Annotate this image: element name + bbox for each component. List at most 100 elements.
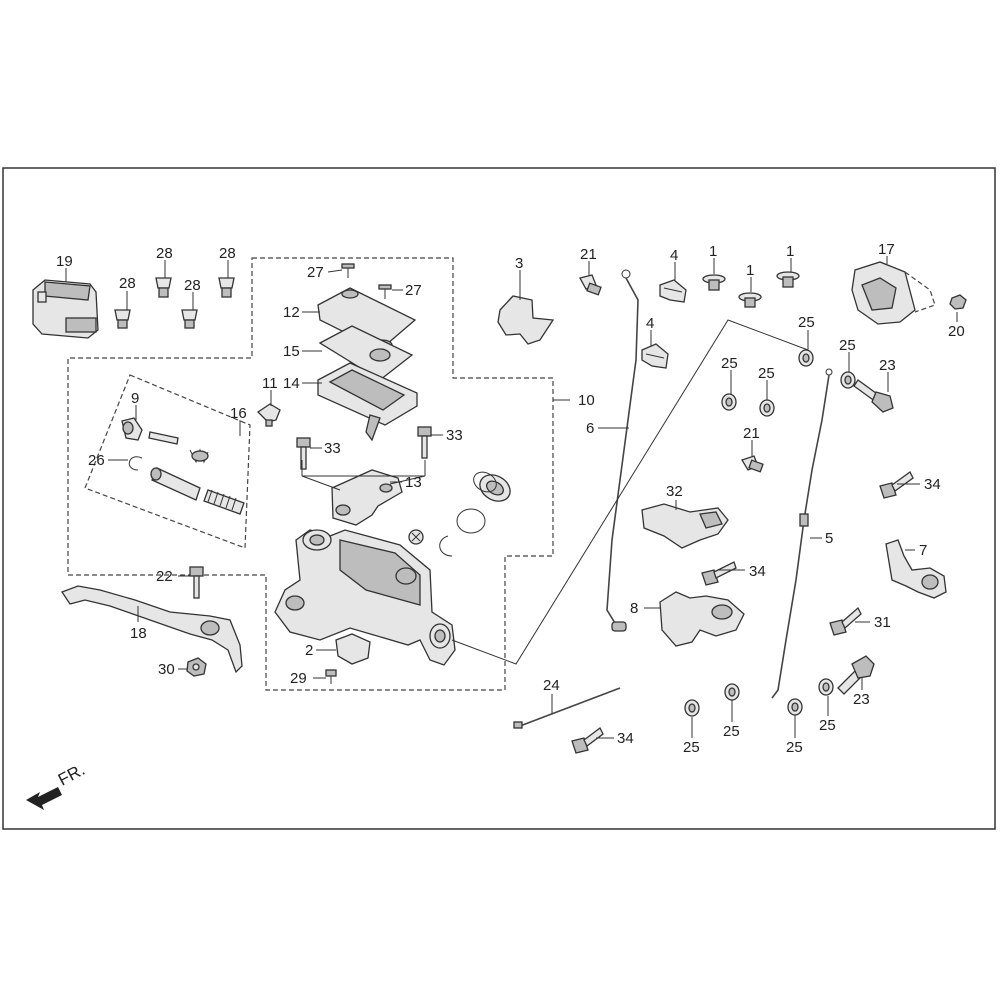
label-25e: 25 — [683, 739, 700, 756]
label-3: 3 — [515, 255, 523, 272]
bracket-3-part — [497, 295, 555, 345]
label-33a: 33 — [324, 440, 341, 457]
washer-25-g — [787, 698, 803, 716]
label-13: 13 — [405, 474, 422, 491]
washer-25-b — [721, 393, 737, 411]
screw-28-d — [218, 277, 235, 298]
label-12: 12 — [283, 304, 300, 321]
diagram-frame — [2, 167, 996, 830]
label-31: 31 — [874, 614, 891, 631]
clamp-13-part — [331, 469, 403, 526]
label-25c: 25 — [758, 365, 775, 382]
label-16: 16 — [230, 405, 247, 422]
label-34b: 34 — [749, 563, 766, 580]
circlip-part — [439, 535, 453, 557]
screw-28-c — [181, 309, 198, 329]
bleed-cap-11-part — [256, 403, 281, 427]
grommet-1-b — [738, 292, 762, 308]
cable-5-part — [771, 368, 833, 699]
label-9: 9 — [131, 390, 139, 407]
cup-9-part — [121, 417, 143, 441]
label-27b: 27 — [405, 282, 422, 299]
washer-25-c — [759, 399, 775, 417]
screw-28-b — [155, 277, 172, 298]
label-10: 10 — [578, 392, 595, 409]
washer-25-e — [684, 699, 700, 717]
label-23a: 23 — [879, 357, 896, 374]
bleeder-valve-part — [408, 529, 424, 545]
label-15: 15 — [283, 343, 300, 360]
bracket-8-part — [659, 591, 745, 647]
label-26: 26 — [88, 452, 105, 469]
label-24: 24 — [543, 677, 560, 694]
bolt-33-b — [417, 426, 432, 459]
bracket-32-part — [641, 503, 729, 549]
switch-housing-part — [32, 279, 99, 339]
label-1c: 1 — [786, 243, 794, 260]
bolt-33-a — [296, 437, 311, 470]
piston-rod-part — [148, 431, 179, 445]
label-11: 11 — [262, 375, 278, 392]
label-1a: 1 — [709, 243, 717, 260]
label-25d: 25 — [839, 337, 856, 354]
label-18: 18 — [130, 625, 147, 642]
pivot-bolt-22-part — [189, 566, 204, 599]
label-25b: 25 — [721, 355, 738, 372]
label-21a: 21 — [580, 246, 597, 263]
group-boundary-piston-kit — [84, 374, 251, 549]
label-29: 29 — [290, 670, 307, 687]
clip-4-a — [659, 279, 687, 303]
circlip-26-part — [128, 456, 143, 471]
label-32: 32 — [666, 483, 683, 500]
label-27a: 27 — [307, 264, 324, 281]
label-34c: 34 — [617, 730, 634, 747]
grommet-1-a — [702, 274, 726, 291]
small-spring-part — [189, 448, 209, 464]
cable-guide-bracket-part — [851, 261, 936, 325]
label-25g: 25 — [786, 739, 803, 756]
bolt-21-a — [579, 274, 602, 296]
label-25h: 25 — [819, 717, 836, 734]
screw-27-a — [341, 263, 355, 278]
label-28c: 28 — [184, 277, 201, 294]
screw-27-b — [378, 284, 392, 299]
label-21b: 21 — [743, 425, 760, 442]
label-25a: 25 — [798, 314, 815, 331]
label-14: 14 — [283, 375, 300, 392]
dust-boot-part — [473, 471, 511, 502]
bolt-34-b — [879, 471, 914, 499]
bolt-23-b — [837, 655, 875, 695]
label-4b: 4 — [646, 315, 654, 332]
label-8: 8 — [630, 600, 638, 617]
master-cylinder-body-part — [274, 529, 456, 666]
o-ring-part — [456, 508, 486, 534]
brake-switch-part — [335, 633, 371, 665]
label-1b: 1 — [746, 262, 754, 279]
label-30: 30 — [158, 661, 175, 678]
group-boundary-master-cylinder — [67, 257, 554, 691]
front-direction-arrow-icon — [26, 787, 62, 810]
label-19: 19 — [56, 253, 73, 270]
label-34a: 34 — [924, 476, 941, 493]
washer-25-a — [798, 349, 814, 367]
cable-6-part — [606, 269, 639, 632]
washer-25-d — [840, 371, 856, 389]
bolt-23-a — [853, 379, 894, 413]
main-spring-part — [203, 489, 245, 515]
screw-28-a — [114, 309, 131, 329]
label-20: 20 — [948, 323, 965, 340]
nut-30-part — [186, 657, 207, 677]
label-33b: 33 — [446, 427, 463, 444]
screw-29-part — [325, 669, 337, 684]
bolt-21-b — [741, 455, 764, 473]
label-5: 5 — [825, 530, 833, 547]
front-direction-label: FR. — [55, 760, 88, 790]
tie-strap-24-part — [513, 687, 621, 729]
callout-labels: 19 28 28 28 28 27 27 12 15 14 3 21 4 4 1… — [56, 241, 965, 756]
bracket-7-part — [885, 539, 947, 599]
washer-25-h — [818, 678, 834, 696]
clip-4-b — [641, 343, 669, 369]
label-23b: 23 — [853, 691, 870, 708]
label-4a: 4 — [670, 247, 678, 264]
